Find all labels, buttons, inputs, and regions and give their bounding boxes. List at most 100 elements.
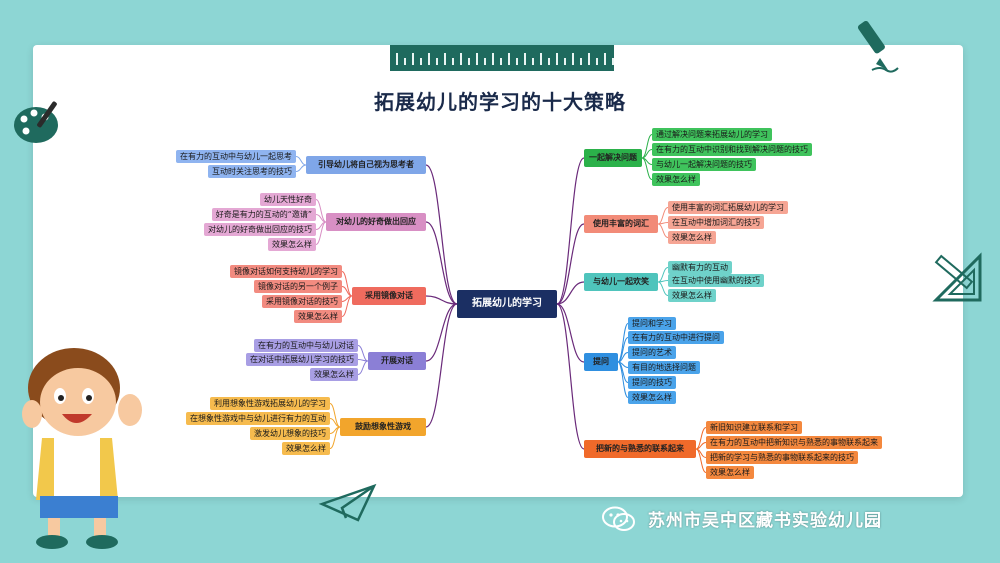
- right-branch-5-leaf: 在有力的互动中把新知识与熟悉的事物联系起来: [706, 436, 882, 449]
- right-branch-4-leaf: 提问的技巧: [628, 376, 676, 389]
- branch-connector: [556, 223, 585, 305]
- left-branch-5: 鼓励想象性游戏: [340, 418, 426, 436]
- right-branch-3: 与幼儿一起欢笑: [584, 273, 658, 291]
- right-branch-4-leaf: 效果怎么样: [628, 391, 676, 404]
- ruler-tick: [604, 53, 606, 65]
- leaf-connector: [357, 345, 369, 362]
- pen-icon: [857, 20, 899, 73]
- wechat-icon: [602, 506, 635, 531]
- right-branch-3-leaf: 效果怎么样: [668, 289, 716, 302]
- right-branch-5-leaf: 把新的学习与熟悉的事物联系起来的技巧: [706, 451, 858, 464]
- branch-connector: [556, 281, 585, 305]
- page-title: 拓展幼儿的学习的十大策略: [374, 90, 626, 114]
- left-branch-1: 引导幼儿将自己视为思考者: [306, 156, 426, 174]
- branch-connector: [556, 303, 585, 363]
- left-branch-5-leaf: 效果怎么样: [282, 442, 330, 455]
- leaf-connector: [357, 360, 369, 375]
- leaf-connector: [641, 157, 653, 180]
- ruler-tick: [540, 53, 542, 65]
- ruler-tick: [524, 53, 526, 65]
- left-branch-1-leaf: 在有力的互动中与幼儿一起思考: [176, 150, 296, 163]
- left-branch-3-leaf: 效果怎么样: [294, 310, 342, 323]
- leaf-connector: [657, 223, 669, 238]
- ruler-tick: [588, 53, 590, 65]
- branch-connector: [425, 295, 458, 305]
- ruler-tick: [412, 53, 414, 65]
- ruler-tick: [436, 58, 438, 65]
- ruler-tick: [508, 53, 510, 65]
- footer-school-name: 苏州市吴中区藏书实验幼儿园: [648, 511, 882, 531]
- right-branch-1-leaf: 与幼儿一起解决问题的技巧: [652, 158, 756, 171]
- right-branch-4-leaf: 有目的地选择问题: [628, 361, 700, 374]
- ruler-tick: [556, 53, 558, 65]
- leaf-connector: [695, 448, 707, 473]
- branch-connector: [556, 157, 585, 305]
- left-branch-2-leaf: 好奇是有力的互动的“邀请”: [211, 208, 316, 221]
- left-branch-3-leaf: 镜像对话如何支持幼儿的学习: [230, 265, 342, 278]
- ruler-tick: [468, 58, 470, 65]
- left-branch-4-leaf: 在对话中拓展幼儿学习的技巧: [246, 353, 358, 366]
- ruler-tick: [404, 58, 406, 65]
- ruler-tick: [476, 53, 478, 65]
- left-branch-5-leaf: 在想象性游戏中与幼儿进行有力的互动: [186, 412, 330, 425]
- leaf-connector: [657, 267, 669, 283]
- leaf-connector: [341, 271, 353, 297]
- right-branch-4: 提问: [584, 353, 618, 371]
- branch-connector: [556, 303, 585, 450]
- central-node: 拓展幼儿的学习: [457, 290, 557, 318]
- ruler-tick: [564, 58, 566, 65]
- left-branch-3: 采用镜像对话: [352, 287, 426, 305]
- ruler-tick: [460, 53, 462, 65]
- leaf-connector: [329, 426, 341, 449]
- palette-icon: [14, 101, 58, 143]
- right-branch-3-leaf: 幽默有力的互动: [668, 261, 732, 274]
- right-branch-2-leaf: 效果怎么样: [668, 231, 716, 244]
- ruler-tick: [396, 53, 398, 65]
- left-branch-5-leaf: 利用想象性游戏拓展幼儿的学习: [210, 397, 330, 410]
- ruler-tick: [420, 58, 422, 65]
- leaf-connector: [657, 207, 669, 225]
- right-branch-1-leaf: 效果怎么样: [652, 173, 700, 186]
- ruler-tick: [580, 58, 582, 65]
- ruler-tick: [548, 58, 550, 65]
- left-branch-4: 开展对话: [368, 352, 426, 370]
- ruler-decoration: [390, 45, 614, 71]
- right-branch-2: 使用丰富的词汇: [584, 215, 658, 233]
- leaf-connector: [617, 361, 629, 398]
- right-branch-2-leaf: 在互动中增加词汇的技巧: [668, 216, 764, 229]
- ruler-tick: [500, 58, 502, 65]
- ruler-tick: [532, 58, 534, 65]
- right-branch-4-leaf: 提问的艺术: [628, 346, 676, 359]
- right-branch-5: 把新的与熟悉的联系起来: [584, 440, 696, 458]
- ruler-tick: [572, 53, 574, 65]
- left-branch-3-leaf: 采用镜像对话的技巧: [262, 295, 342, 308]
- left-branch-4-leaf: 效果怎么样: [310, 368, 358, 381]
- left-branch-1-leaf: 互动时关注思考的技巧: [208, 165, 296, 178]
- branch-connector: [425, 221, 458, 305]
- right-branch-4-leaf: 提问和学习: [628, 317, 676, 330]
- ruler-tick: [596, 58, 598, 65]
- leaf-connector: [657, 281, 669, 296]
- leaf-connector: [295, 164, 307, 172]
- branch-connector: [425, 303, 458, 362]
- right-branch-4-leaf: 在有力的互动中进行提问: [628, 331, 724, 344]
- right-branch-1-leaf: 在有力的互动中识别和找到解决问题的技巧: [652, 143, 812, 156]
- right-branch-1-leaf: 通过解决问题来拓展幼儿的学习: [652, 128, 772, 141]
- left-branch-2-leaf: 效果怎么样: [268, 238, 316, 251]
- ruler-tick: [492, 53, 494, 65]
- left-branch-3-leaf: 镜像对话的另一个例子: [254, 280, 342, 293]
- ruler-tick: [612, 58, 614, 65]
- ruler-tick: [428, 53, 430, 65]
- right-branch-5-leaf: 新旧知识建立联系和学习: [706, 421, 802, 434]
- right-branch-5-leaf: 效果怎么样: [706, 466, 754, 479]
- ruler-tick: [452, 58, 454, 65]
- child-illustration: [22, 348, 142, 549]
- paper-plane-icon: [318, 483, 377, 522]
- right-branch-2-leaf: 使用丰富的词汇拓展幼儿的学习: [668, 201, 788, 214]
- ruler-tick: [484, 58, 486, 65]
- left-branch-2: 对幼儿的好奇做出回应: [326, 213, 426, 231]
- right-branch-3-leaf: 在互动中使用幽默的技巧: [668, 274, 764, 287]
- left-branch-2-leaf: 对幼儿的好奇做出回应的技巧: [204, 223, 316, 236]
- left-branch-5-leaf: 激发幼儿想象的技巧: [250, 427, 330, 440]
